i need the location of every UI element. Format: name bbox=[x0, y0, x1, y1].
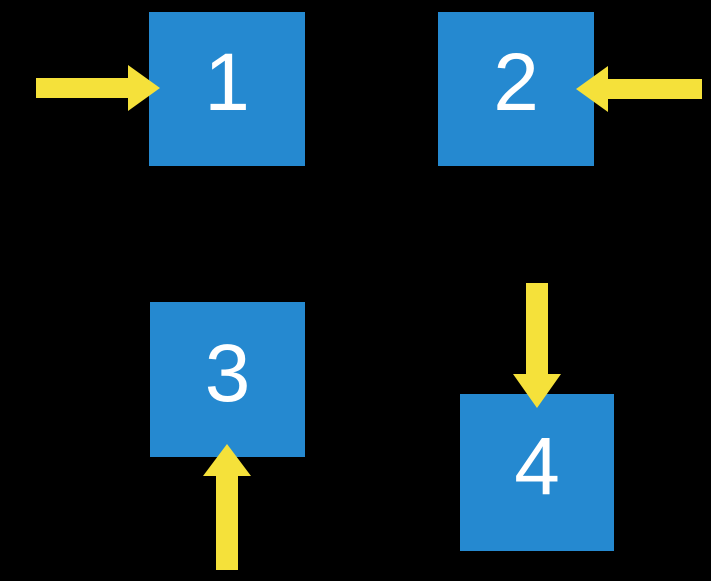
up-arrow-shape bbox=[203, 444, 251, 570]
left-arrow-icon bbox=[576, 66, 702, 112]
down-arrow-icon bbox=[513, 283, 561, 408]
left-arrow-shape bbox=[576, 66, 702, 112]
box-2: 2 bbox=[438, 12, 594, 166]
up-arrow-icon bbox=[203, 444, 251, 570]
box-4: 4 bbox=[460, 394, 614, 551]
box-3: 3 bbox=[150, 302, 305, 457]
right-arrow-icon bbox=[36, 65, 160, 111]
down-arrow-shape bbox=[513, 283, 561, 408]
box-1: 1 bbox=[149, 12, 305, 166]
box-3-label: 3 bbox=[204, 327, 251, 419]
right-arrow-shape bbox=[36, 65, 160, 111]
box-2-label: 2 bbox=[493, 37, 539, 128]
box-4-label: 4 bbox=[514, 420, 560, 512]
box-1-label: 1 bbox=[204, 37, 250, 128]
